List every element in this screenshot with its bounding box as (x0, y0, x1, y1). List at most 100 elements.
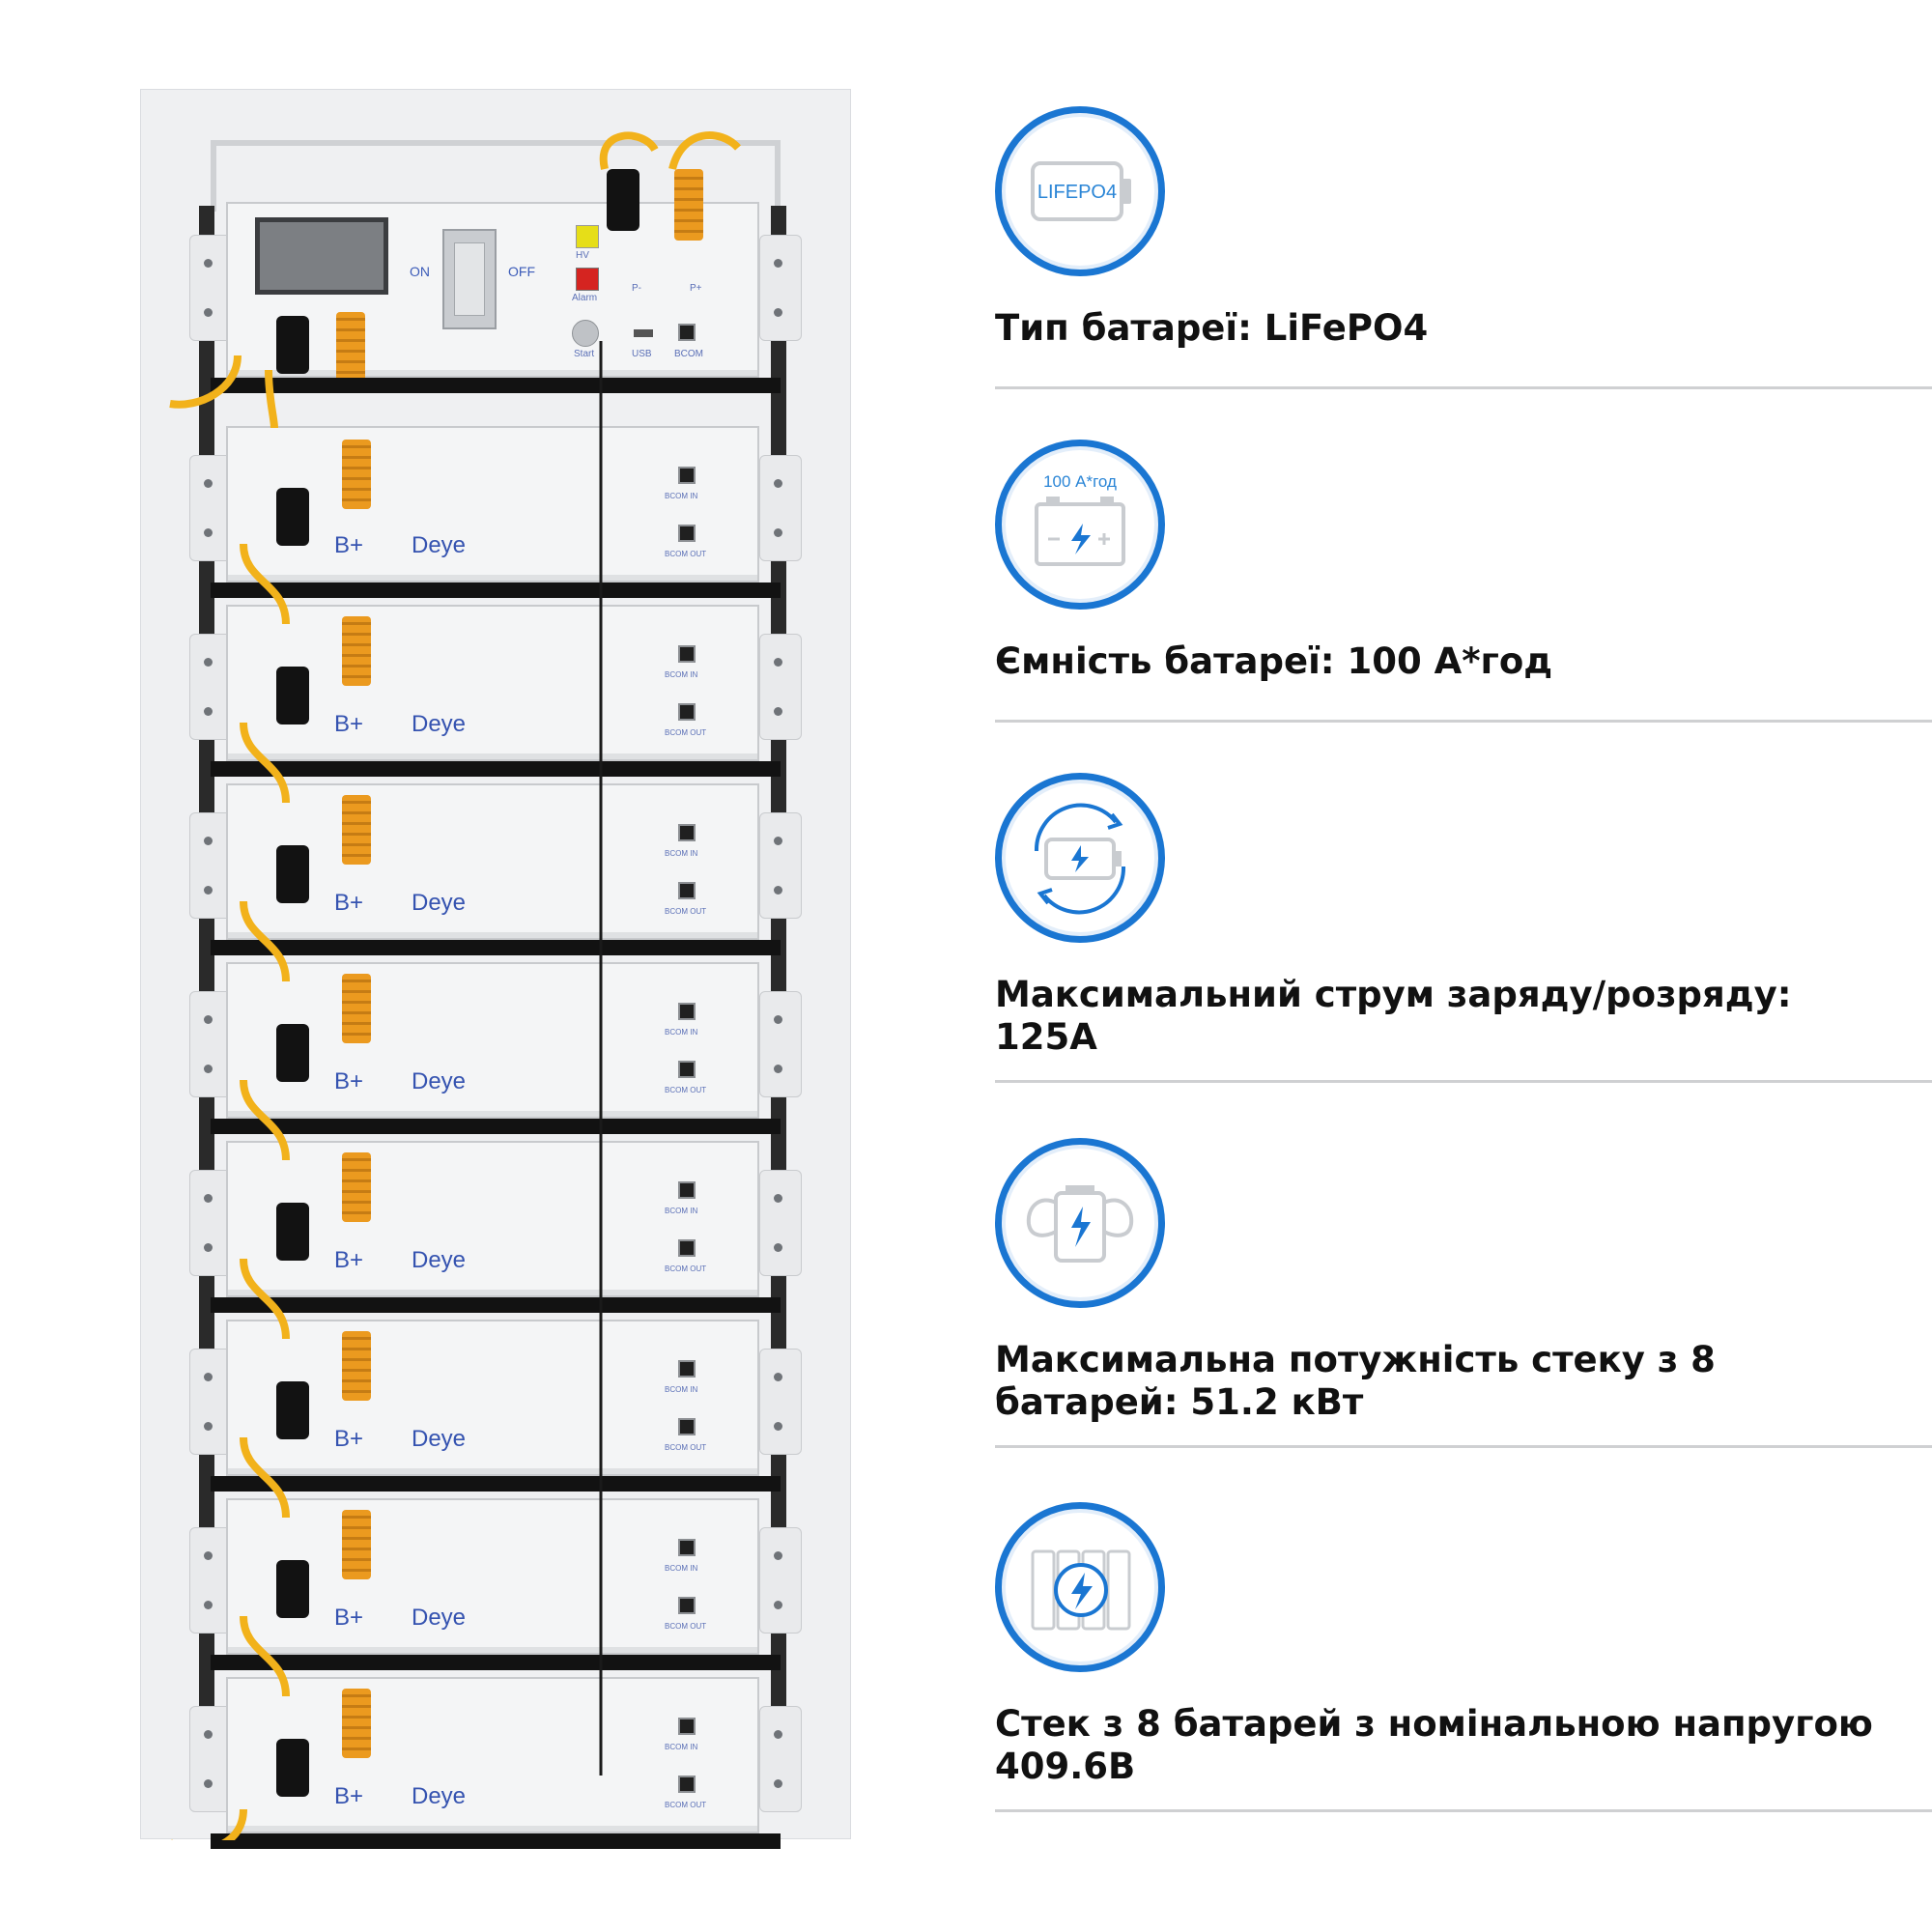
feature-line-1: Максимальний струм заряду/розряду: (995, 974, 1792, 1015)
start-button (572, 320, 599, 347)
b-plus-label: B+ (334, 1605, 364, 1631)
bcom-in-port (678, 824, 696, 841)
lifepo4-battery-icon: LIFEPO4 (995, 106, 1165, 276)
bcom-out-port (678, 1061, 696, 1078)
rack-ear (759, 1527, 802, 1634)
icon-text: LIFEPO4 (1037, 182, 1117, 203)
battery-module: B+ Deye BCOM IN BCOM OUT (226, 783, 759, 940)
bcom-out-port (678, 1239, 696, 1257)
feature-line-1: Стек з 8 батарей з номінальною напругою (995, 1703, 1873, 1745)
start-label: Start (574, 349, 595, 359)
p-minus-connector (607, 169, 639, 231)
positive-connector (342, 974, 371, 1043)
rack-shelf (211, 761, 781, 777)
bcom-in-label: BCOM IN (665, 1743, 698, 1751)
feature-divider (995, 1809, 1932, 1812)
bcom-in-label: BCOM IN (665, 1385, 698, 1394)
battery-module: B+ Deye BCOM IN BCOM OUT (226, 1498, 759, 1655)
brand-label: Deye (412, 1426, 467, 1452)
negative-connector (276, 488, 309, 546)
positive-connector (342, 1331, 371, 1401)
power-battery-icon (995, 1138, 1165, 1308)
positive-connector (336, 312, 365, 382)
hv-label: HV (576, 250, 589, 261)
bcom-in-port (678, 1003, 696, 1020)
rack-ear (759, 455, 802, 561)
rack-ear (189, 634, 232, 740)
p-minus-label: P- (632, 283, 641, 294)
feature-text: Максимальна потужність стеку з 8 батарей… (995, 1339, 1716, 1424)
rack-ear (759, 1170, 802, 1276)
brand-label: Deye (412, 1783, 467, 1809)
battery-stack-icon (995, 1502, 1165, 1672)
negative-connector (276, 667, 309, 724)
bcom-in-port (678, 1181, 696, 1199)
negative-connector (276, 1203, 309, 1261)
bcom-out-port (678, 1418, 696, 1435)
rack-shelf (211, 1119, 781, 1134)
breaker-switch (442, 229, 497, 329)
bcom-out-port (678, 1776, 696, 1793)
charge-cycle-icon (995, 773, 1165, 943)
bcom-out-label: BCOM OUT (665, 1264, 707, 1273)
alarm-label: Alarm (572, 293, 598, 303)
bcom-out-label: BCOM OUT (665, 1086, 707, 1094)
capacity-battery-icon: 100 А*год (995, 440, 1165, 610)
rack-ear (759, 991, 802, 1097)
positive-connector (342, 1689, 371, 1758)
rack-top-frame (211, 140, 781, 212)
bcom-out-port (678, 703, 696, 721)
brand-label: Deye (412, 1605, 467, 1631)
rack-ear (759, 235, 802, 341)
bcom-in-port (678, 1360, 696, 1378)
feature-divider (995, 1080, 1932, 1083)
feature-divider (995, 720, 1932, 723)
brand-label: Deye (412, 1247, 467, 1273)
rack-ear (189, 1170, 232, 1276)
negative-connector (276, 1381, 309, 1439)
bcom-in-port (678, 645, 696, 663)
b-plus-label: B+ (334, 1068, 364, 1094)
battery-module: B+ Deye BCOM IN BCOM OUT (226, 1677, 759, 1833)
switch-on-label: ON (410, 264, 430, 279)
negative-connector (276, 316, 309, 374)
bcom-port (678, 324, 696, 341)
b-plus-label: B+ (334, 1783, 364, 1809)
rack-ear (759, 634, 802, 740)
rack-shelf (211, 1833, 781, 1849)
battery-module: B+ Deye BCOM IN BCOM OUT (226, 1141, 759, 1297)
rack-shelf (211, 940, 781, 955)
brand-label: Deye (412, 890, 467, 916)
battery-module: B+ Deye BCOM IN BCOM OUT (226, 1320, 759, 1476)
b-plus-label: B+ (334, 890, 364, 916)
feature-line-1: Ємність батареї: 100 А*год (995, 640, 1553, 682)
battery-rack-image: ON OFF HV Alarm Start USB BCOM P- P+ B+ … (140, 89, 851, 1849)
battery-module: B+ Deye BCOM IN BCOM OUT (226, 605, 759, 761)
bcom-in-label: BCOM IN (665, 670, 698, 679)
battery-module: B+ Deye BCOM IN BCOM OUT (226, 426, 759, 582)
rack-ear (759, 1706, 802, 1812)
rack-ear (759, 812, 802, 919)
b-plus-label: B+ (334, 532, 364, 558)
p-plus-connector (674, 169, 703, 241)
bcom-in-port (678, 467, 696, 484)
feature-text: Максимальний струм заряду/розряду: 125А (995, 974, 1792, 1059)
bcom-out-label: BCOM OUT (665, 1801, 707, 1809)
feature-text: Тип батареї: LiFePO4 (995, 307, 1428, 350)
rack-shelf (211, 1476, 781, 1492)
feature-divider (995, 1445, 1932, 1448)
rack-shelf (211, 582, 781, 598)
feature-line-2: 125А (995, 1016, 1097, 1058)
control-module: ON OFF HV Alarm Start USB BCOM P- P+ (226, 202, 759, 382)
bcom-out-port (678, 525, 696, 542)
bcom-out-label: BCOM OUT (665, 1622, 707, 1631)
usb-label: USB (632, 349, 652, 359)
rack-ear (759, 1349, 802, 1455)
bcom-out-label: BCOM OUT (665, 550, 707, 558)
feature-line-1: Тип батареї: LiFePO4 (995, 307, 1429, 349)
feature-line-2: батарей: 51.2 кВт (995, 1381, 1364, 1423)
positive-connector (342, 616, 371, 686)
bcom-in-label: BCOM IN (665, 1207, 698, 1215)
display-screen (255, 217, 388, 295)
b-plus-label: B+ (334, 711, 364, 737)
